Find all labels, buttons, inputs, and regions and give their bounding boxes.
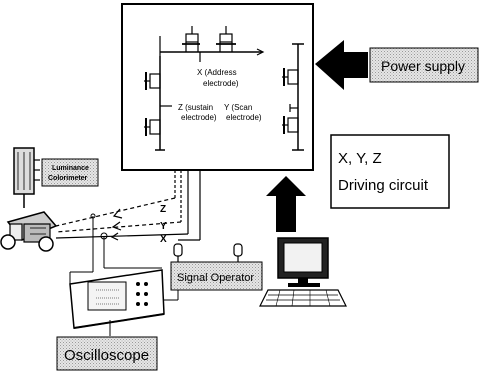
sustain-bus (144, 36, 172, 151)
circuit-box: X (Address electrode) Z (sustain electro… (121, 3, 314, 171)
luminance-label-2: Colorimeter (48, 175, 88, 182)
driving-label-2: Driving circuit (338, 177, 429, 194)
luminance-label-1: Luminance (52, 165, 89, 172)
y-scan-label-2: electrode) (226, 113, 262, 122)
power-arrow (315, 40, 368, 90)
computer-icon (259, 237, 347, 307)
probe-wires (69, 213, 179, 336)
power-supply-box: Power supply (369, 47, 479, 83)
oscilloscope-icon (69, 269, 165, 329)
oscilloscope-box: Oscilloscope (56, 336, 158, 371)
x-line-label: X (160, 234, 167, 245)
x-address-label-2: electrode) (203, 79, 239, 88)
probe-icons (173, 243, 243, 262)
signal-operator-box: Signal Operator (170, 261, 263, 291)
y-scan-label-1: Y (Scan (224, 103, 252, 112)
z-sustain-label-1: Z (sustain (178, 103, 213, 112)
up-arrow (266, 176, 306, 232)
colorimeter-icon: Luminance Colorimeter (13, 147, 99, 208)
z-sustain-label-2: electrode) (181, 113, 217, 122)
x-address-label-1: X (Address (197, 68, 237, 77)
signal-operator-label: Signal Operator (177, 272, 254, 284)
electrode-lines: Z Y X (55, 170, 201, 245)
address-bus (159, 26, 265, 62)
scan-bus (282, 43, 304, 151)
y-line-label: Y (160, 221, 167, 232)
driving-label-1: X, Y, Z (338, 150, 382, 167)
driving-circuit-box: X, Y, Z Driving circuit (330, 134, 450, 209)
panel-device-icon (0, 211, 58, 252)
oscilloscope-label: Oscilloscope (64, 347, 149, 364)
z-line-label: Z (160, 204, 166, 215)
power-supply-label: Power supply (381, 58, 465, 74)
